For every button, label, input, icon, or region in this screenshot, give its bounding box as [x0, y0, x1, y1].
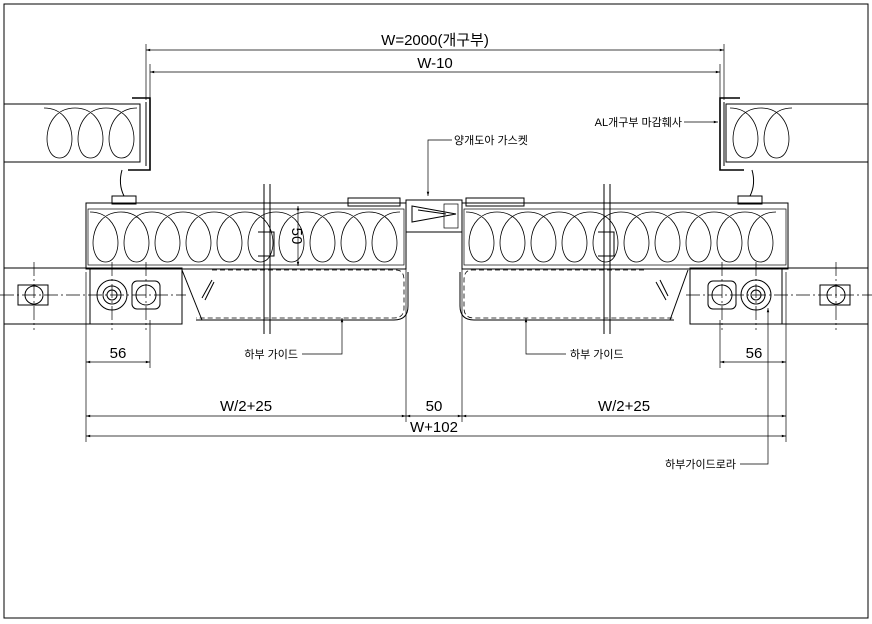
dim-center-gap: 50 [426, 398, 443, 415]
dim-left-half: W/2+25 [220, 398, 272, 415]
leader-lines [302, 120, 770, 465]
left-wall [4, 103, 141, 163]
note-guide-roller: 하부가이드로라 [665, 457, 736, 471]
dim-panel-depth: 50 [288, 228, 305, 245]
guide-roller-left-outer [17, 284, 49, 306]
left-door-leaf [85, 197, 407, 270]
note-al-trim: AL개구부 마감훼사 [595, 116, 682, 129]
dim-left-offset: 56 [110, 345, 127, 362]
note-gasket: 양개도아 가스켓 [454, 134, 528, 147]
dim-right-half: W/2+25 [598, 398, 650, 415]
left-floor-plate [0, 262, 186, 330]
drawing-border [3, 3, 869, 619]
right-floor-plate [686, 262, 872, 330]
guide-roller-right-outer [819, 284, 851, 306]
al-trim-left [111, 97, 151, 205]
bottom-guide-left-shape [181, 269, 409, 321]
dim-total-width: W+102 [410, 419, 458, 436]
note-bottom-guide-left: 하부 가이드 [244, 347, 298, 361]
guide-roller-right [707, 279, 772, 311]
center-gasket [405, 199, 463, 233]
dim-inner-width: W-10 [417, 55, 453, 72]
dimension-lines [85, 44, 787, 442]
dim-opening-width: W=2000(개구부) [381, 32, 489, 49]
dim-right-offset: 56 [746, 345, 763, 362]
bottom-guide-right-shape [459, 269, 689, 321]
right-door-leaf [461, 197, 789, 270]
guide-roller-left [96, 279, 161, 311]
right-wall [725, 103, 868, 163]
note-bottom-guide-right: 하부 가이드 [570, 347, 624, 361]
al-trim-right [719, 97, 763, 205]
